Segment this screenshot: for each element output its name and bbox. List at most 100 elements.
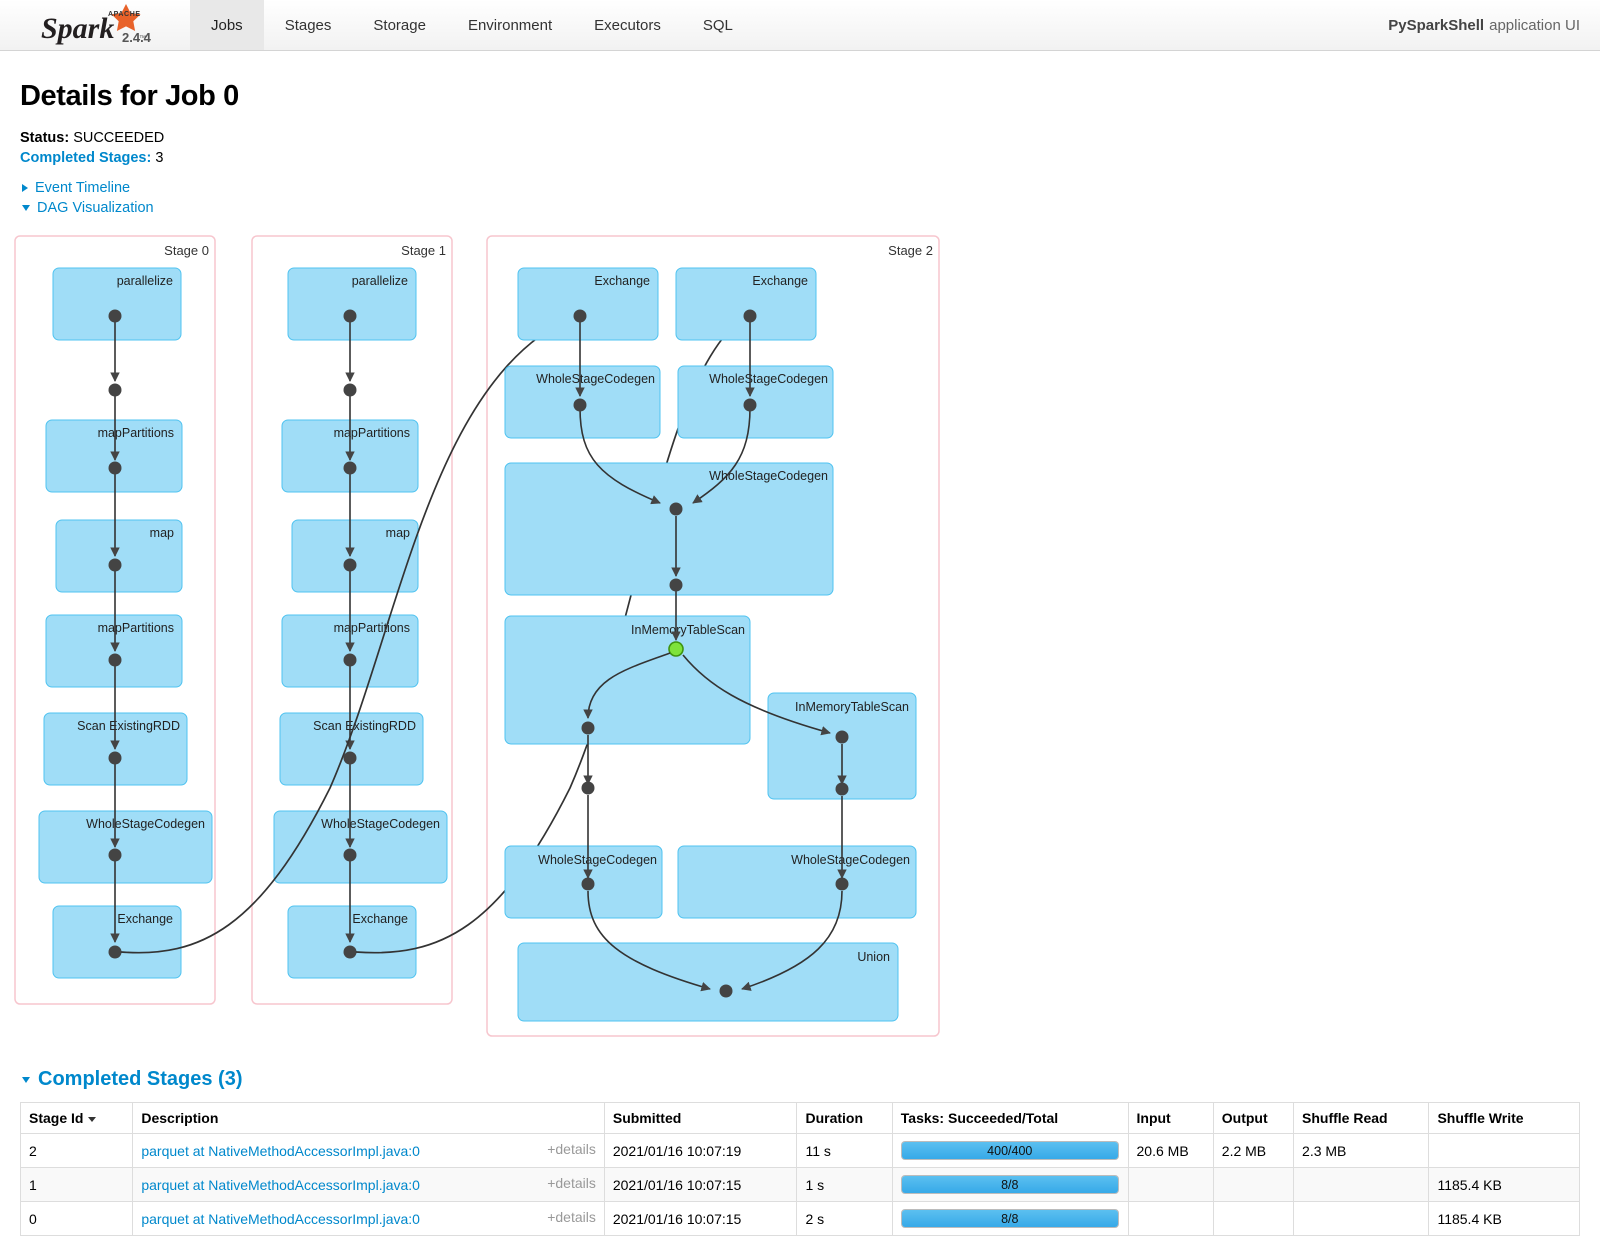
cached-rdd-dot[interactable] <box>668 641 684 657</box>
dag-node-wholeStageCodegen[interactable] <box>273 810 448 884</box>
details-toggle[interactable]: +details <box>547 1209 596 1225</box>
tab-executors[interactable]: Executors <box>594 16 661 34</box>
cell-submitted: 2021/01/16 10:07:15 <box>603 1167 798 1202</box>
cell-output <box>1212 1201 1295 1236</box>
tab-stages[interactable]: Stages <box>284 16 332 34</box>
col-header-duration[interactable]: Duration <box>796 1102 893 1134</box>
stage-cluster-2 <box>486 235 940 1037</box>
stage1-nodes: parallelize mapPartitions map mapPartiti… <box>273 267 448 979</box>
nav-tabs: Jobs Stages Storage Environment Executor… <box>190 0 754 50</box>
col-header-shuffle-write[interactable]: Shuffle Write <box>1428 1102 1580 1134</box>
dag-visualization-label: DAG Visualization <box>37 200 154 216</box>
tab-sql[interactable]: SQL <box>702 16 733 34</box>
completed-stages-heading-label: Completed Stages (3) <box>38 1068 243 1090</box>
tasks-progress-fill <box>901 1142 1118 1159</box>
tab-storage[interactable]: Storage <box>373 16 426 34</box>
top-navbar: APACHE Spark ™ 2.4.4 Jobs Stages Storage… <box>0 0 1600 51</box>
col-header-description[interactable]: Description <box>132 1102 605 1134</box>
table-head: Stage Id Description Submitted Duration … <box>19 1102 1580 1134</box>
dag-node-label: Scan ExistingRDD <box>313 719 416 733</box>
stage-description-link[interactable]: parquet at NativeMethodAccessorImpl.java… <box>141 1142 420 1159</box>
cell-input <box>1127 1201 1214 1236</box>
dag-node-inMemoryTableScan-1[interactable] <box>504 615 751 745</box>
dag-node-label: InMemoryTableScan <box>631 623 745 637</box>
stage-description-link[interactable]: parquet at NativeMethodAccessorImpl.java… <box>141 1210 420 1227</box>
event-timeline-label: Event Timeline <box>35 180 131 196</box>
cell-shuffle-write: 1185.4 KB <box>1428 1201 1580 1236</box>
col-header-shuffle-read[interactable]: Shuffle Read <box>1293 1102 1430 1134</box>
stage-cluster-1 <box>251 235 453 1005</box>
cell-submitted: 2021/01/16 10:07:15 <box>603 1201 798 1236</box>
dag-visualization[interactable]: Stage 0 Stage 1 Stage 2 parallelize mapP… <box>0 228 1000 1048</box>
col-header-stage-id[interactable]: Stage Id <box>19 1102 134 1134</box>
stage0-nodes: parallelize mapPartitions map mapPartiti… <box>38 267 213 979</box>
completed-stages-heading[interactable]: Completed Stages (3) <box>22 1068 242 1091</box>
caret-down-icon <box>22 1076 30 1083</box>
completed-stages-label[interactable]: Completed Stages: <box>20 150 152 166</box>
dag-node-label: WholeStageCodegen <box>86 817 205 831</box>
spark-logo-icon: APACHE Spark ™ <box>41 4 146 45</box>
details-toggle[interactable]: +details <box>547 1141 596 1157</box>
cell-tasks: 8/8 <box>891 1201 1129 1236</box>
dag-svg: Stage 0 Stage 1 Stage 2 parallelize mapP… <box>14 235 940 1037</box>
cell-duration: 2 s <box>796 1201 893 1236</box>
dag-node-wholeStageCodegen-5[interactable] <box>677 845 917 919</box>
application-name: PySparkShell <box>1388 16 1485 34</box>
col-header-input[interactable]: Input <box>1127 1102 1214 1134</box>
tab-jobs[interactable]: Jobs <box>190 0 264 50</box>
dag-node-union[interactable] <box>517 942 899 1022</box>
stage-cluster-2-title: Stage 2 <box>888 243 933 258</box>
dag-node-exchange-2[interactable] <box>675 267 817 341</box>
job-status-line: Status: SUCCEEDED <box>20 130 164 146</box>
dag-node-label: WholeStageCodegen <box>321 817 440 831</box>
tasks-progress-label: 400/400 <box>987 1143 1033 1158</box>
details-toggle[interactable]: +details <box>547 1175 596 1191</box>
tab-environment[interactable]: Environment <box>467 16 553 34</box>
dag-node-label: Exchange <box>352 912 408 926</box>
dag-visualization-toggle[interactable]: DAG Visualization <box>22 200 154 216</box>
dag-node-label: Exchange <box>752 274 808 288</box>
caret-down-icon <box>22 205 30 211</box>
event-timeline-toggle[interactable]: Event Timeline <box>22 180 130 196</box>
dag-node-label: Union <box>857 950 890 964</box>
dag-node-parallelize[interactable] <box>52 267 182 341</box>
dag-node-label: mapPartitions <box>98 426 174 440</box>
cell-shuffle-write: 1185.4 KB <box>1428 1167 1580 1202</box>
col-header-submitted[interactable]: Submitted <box>603 1102 798 1134</box>
svg-text:APACHE: APACHE <box>108 11 141 18</box>
completed-stages-count: 3 <box>155 150 164 166</box>
dag-node-wholeStageCodegen[interactable] <box>38 810 213 884</box>
col-header-tasks[interactable]: Tasks: Succeeded/Total <box>891 1102 1129 1134</box>
dag-node-label: mapPartitions <box>98 621 174 635</box>
cell-submitted: 2021/01/16 10:07:19 <box>603 1133 798 1168</box>
tasks-progress-fill <box>901 1210 1118 1227</box>
cell-shuffle-read: 2.3 MB <box>1293 1133 1430 1168</box>
job-status-label: Status: <box>20 130 70 146</box>
col-header-output[interactable]: Output <box>1212 1102 1295 1134</box>
dag-node-map[interactable] <box>291 519 419 593</box>
dag-node-wholeStageCodegen-3[interactable] <box>504 462 834 596</box>
svg-text:™: ™ <box>139 35 146 42</box>
tasks-progress-label: 8/8 <box>1001 1177 1019 1192</box>
cell-tasks: 400/400 <box>891 1133 1129 1168</box>
dag-node-label: Scan ExistingRDD <box>77 719 180 733</box>
cell-stage-id: 1 <box>19 1167 134 1202</box>
stage-description-link[interactable]: parquet at NativeMethodAccessorImpl.java… <box>141 1176 420 1193</box>
dag-node-exchange-1[interactable] <box>517 267 659 341</box>
cell-description: parquet at NativeMethodAccessorImpl.java… <box>132 1201 605 1236</box>
cell-input: 20.6 MB <box>1127 1133 1214 1168</box>
application-ui-suffix: application UI <box>1489 16 1580 34</box>
completed-stages-line: Completed Stages: 3 <box>20 150 163 166</box>
dag-node-label: WholeStageCodegen <box>536 372 655 386</box>
col-header-stage-id-label: Stage Id <box>29 1110 84 1126</box>
caret-right-icon <box>22 184 28 192</box>
cell-input <box>1127 1167 1214 1202</box>
stage-cluster-1-title: Stage 1 <box>401 243 446 258</box>
cell-shuffle-read <box>1293 1201 1430 1236</box>
dag-node-parallelize[interactable] <box>287 267 417 341</box>
spark-logo[interactable]: APACHE Spark ™ <box>33 2 183 48</box>
dag-node-label: InMemoryTableScan <box>795 700 909 714</box>
